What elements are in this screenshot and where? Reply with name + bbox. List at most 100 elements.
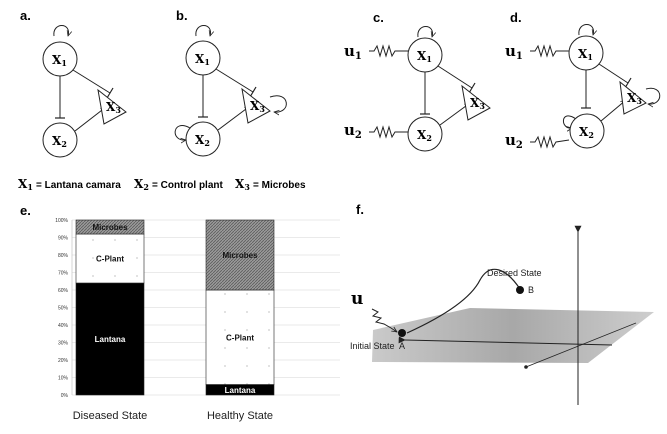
node-x2 [569, 113, 605, 149]
svg-text:X3: X3 [106, 100, 121, 115]
node-x2 [407, 116, 443, 152]
desired-state-label: Desired State [487, 268, 542, 278]
y-tick-label: 60% [58, 288, 69, 294]
panel-c-label: c. [373, 10, 384, 25]
y-tick-label: 10% [58, 375, 69, 381]
node-x2 [185, 121, 221, 157]
svg-text:X2: X2 [417, 128, 432, 143]
bar-segment-label: Lantana [95, 335, 126, 344]
x2-self-loop [174, 125, 191, 141]
y-tick-label: 80% [58, 253, 69, 259]
x2-self-loop [563, 115, 577, 128]
y-tick-label: 50% [58, 305, 69, 311]
svg-text:X3: X3 [235, 177, 250, 192]
bar-segment-microbes [75, 219, 145, 235]
x1-inhibits-x3 [598, 63, 629, 84]
node-x3 [619, 80, 647, 115]
input-u2-link [530, 135, 570, 149]
bar-segment-c-plant [205, 289, 275, 385]
input-u2: u2 [344, 121, 362, 141]
depth-axis [525, 322, 637, 368]
input-u2: u2 [505, 131, 523, 151]
state-plane [372, 308, 654, 363]
panel-f-label: f. [356, 202, 364, 217]
node-x3 [97, 88, 127, 125]
node-x3 [461, 84, 491, 121]
y-tick-label: 90% [58, 235, 69, 241]
node-x3 [241, 87, 271, 124]
svg-text:X2: X2 [52, 134, 67, 149]
svg-text:X2: X2 [134, 177, 149, 192]
x2-activates-x3 [217, 106, 250, 131]
bar-segment-c-plant [75, 233, 145, 284]
bar-segment-label: Microbes [222, 251, 258, 260]
y-tick-label: 70% [58, 270, 69, 276]
x1-inhibits-x3 [215, 68, 254, 93]
input-u1: u1 [505, 42, 523, 62]
legend-x1-text: = Lantana camara [36, 180, 121, 191]
svg-text:X1: X1 [52, 53, 67, 68]
bar-segment-label: C-Plant [96, 255, 124, 264]
panel-d: d. u1 X1 u2 X2 X3 [505, 10, 661, 151]
input-u1-link [369, 44, 408, 58]
panel-b: b. X1 X2 X3 [174, 8, 287, 157]
bar-segment-label: C-Plant [226, 333, 254, 342]
trajectory [406, 268, 521, 334]
y-tick-label: 30% [58, 340, 69, 346]
input-u1: u1 [344, 42, 362, 62]
legend-x3-text: = Microbes [253, 180, 306, 191]
x1-self-loop [578, 24, 594, 36]
x2-activates-x3 [74, 107, 106, 132]
y-tick-label: 100% [55, 218, 68, 224]
svg-text:X1: X1 [195, 52, 210, 67]
bar-segment-label: Microbes [92, 223, 128, 232]
svg-text:X3: X3 [627, 91, 642, 106]
panel-f: f. u Initial State A Desired State B [350, 202, 654, 405]
initial-state-label: Initial State [350, 341, 395, 351]
bar-segment-label: Lantana [225, 386, 256, 395]
x1-self-loop [417, 26, 433, 38]
initial-state-point [398, 329, 406, 337]
y-tick-label: 40% [58, 323, 69, 329]
x3-self-loop [645, 87, 661, 104]
svg-text:X2: X2 [579, 125, 594, 140]
x2-activates-x3 [600, 100, 626, 122]
panel-d-label: d. [510, 10, 522, 25]
control-input-label: u [351, 289, 363, 309]
y-tick-label: 20% [58, 358, 69, 364]
svg-text:X1: X1 [417, 49, 432, 64]
point-b-label: B [528, 285, 534, 295]
svg-text:X3: X3 [250, 99, 265, 114]
svg-text:X1: X1 [578, 47, 593, 62]
chart-categories: Diseased State Healthy State [73, 410, 273, 422]
input-u1-link [530, 44, 569, 58]
svg-text:X2: X2 [195, 133, 210, 148]
x1-inhibits-x3 [437, 65, 473, 89]
bar-segment-microbes [205, 219, 275, 291]
panel-a: a. X1 X2 X3 [20, 8, 127, 158]
control-input-link [371, 308, 397, 332]
y-tick-label: 0% [61, 393, 69, 399]
category-label: Diseased State [73, 410, 148, 422]
point-a-label: A [399, 341, 405, 351]
x1-inhibits-x3 [72, 69, 111, 94]
x3-self-loop [269, 95, 287, 112]
desired-state-point [516, 286, 524, 294]
panel-a-label: a. [20, 8, 31, 23]
panel-e-label: e. [20, 203, 31, 218]
stacked-bar-chart: 0% 10% 20% 30% 40% 50% 60% 70% 80% 90% 100% Lantan… [55, 218, 340, 422]
panel-b-label: b. [176, 8, 188, 23]
node-x2 [42, 122, 78, 158]
chart-y-ticks: 0% 10% 20% 30% 40% 50% 60% 70% 80% 90% 100% [55, 218, 68, 399]
panel-c: c. u1 X1 u2 X2 X3 [344, 10, 491, 152]
x2-activates-x3 [439, 103, 470, 126]
legend-x2-text: = Control plant [152, 180, 224, 191]
svg-text:X3: X3 [470, 96, 485, 111]
category-label: Healthy State [207, 410, 273, 422]
node-legend: X1 = Lantana camara X2 = Control plant X… [18, 177, 306, 192]
x1-self-loop [53, 25, 69, 37]
svg-text:X1: X1 [18, 177, 33, 192]
bar-segment-lantana [75, 282, 145, 396]
